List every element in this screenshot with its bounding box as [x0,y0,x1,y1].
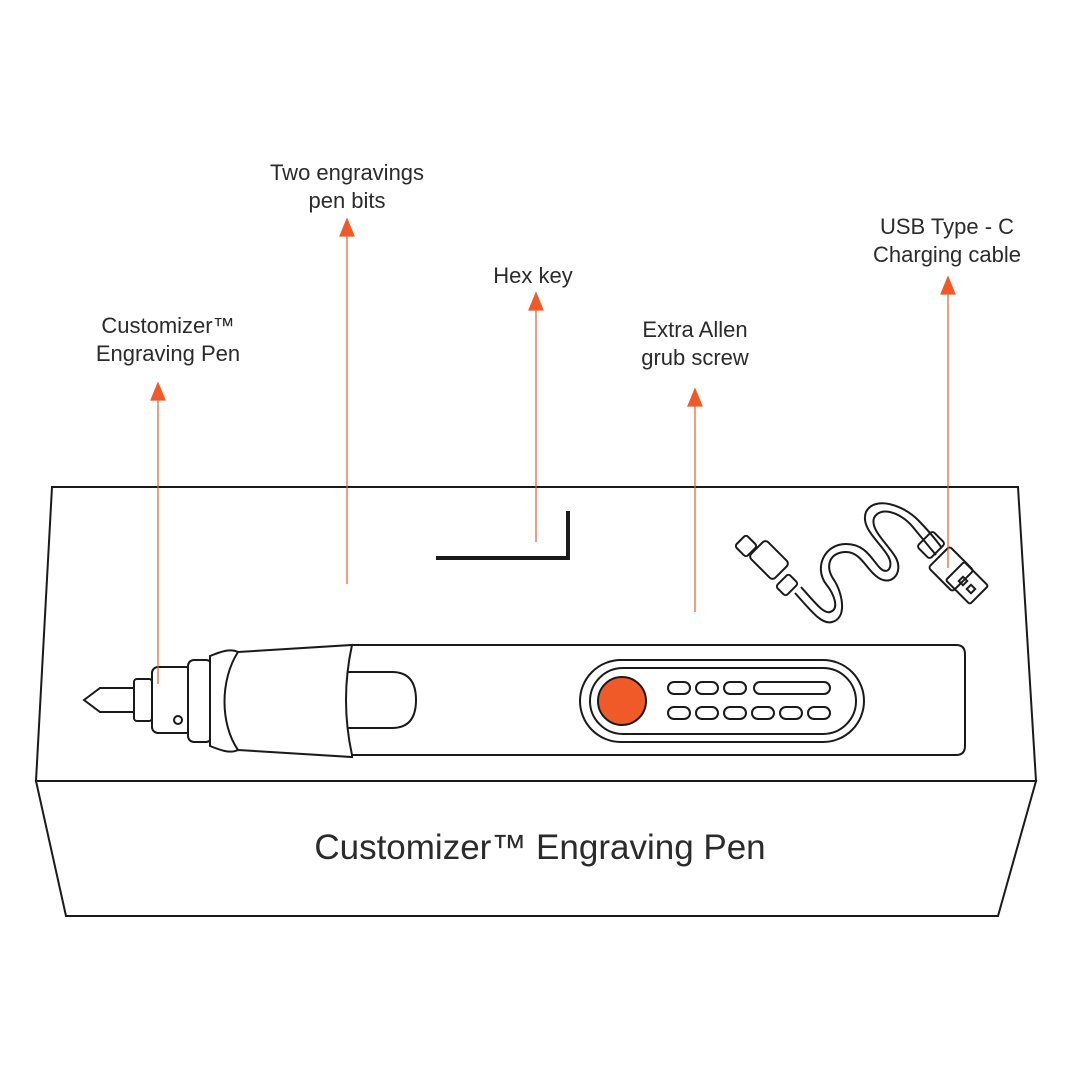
arrowhead-screw [687,387,703,407]
arrowhead-cable [940,275,956,295]
callout-bits-line2: pen bits [308,188,386,213]
callout-bits-line1: Two engravings [269,160,425,185]
callout-pen: Customizer™ Engraving Pen [96,312,240,368]
callout-arrows [150,217,956,684]
box-label: Customizer™ Engraving Pen [314,828,766,867]
callout-screw: Extra Allen grub screw [641,316,749,372]
callout-cable-line1: USB Type - C [879,214,1015,239]
callout-bits: Two engravings pen bits [270,159,424,215]
engraving-pen-shape [82,643,966,759]
callout-cable-line2: Charging cable [873,242,1021,267]
arrowhead-bits [339,217,355,237]
hex-key-shape [436,511,570,560]
callout-hex-line1: Hex key [493,263,573,288]
pen-power-button [597,676,647,726]
callout-hex: Hex key [493,262,572,290]
callout-pen-line2: Engraving Pen [95,341,241,366]
usb-cable-shape [734,502,989,624]
box-front [34,780,1038,917]
callout-screw-line1: Extra Allen [642,317,748,342]
arrowhead-pen [150,381,166,401]
callout-cable: USB Type - C Charging cable [873,213,1021,269]
callout-pen-line1: Customizer™ [101,313,235,338]
arrowhead-hex [528,291,544,311]
callout-screw-line2: grub screw [641,345,749,370]
